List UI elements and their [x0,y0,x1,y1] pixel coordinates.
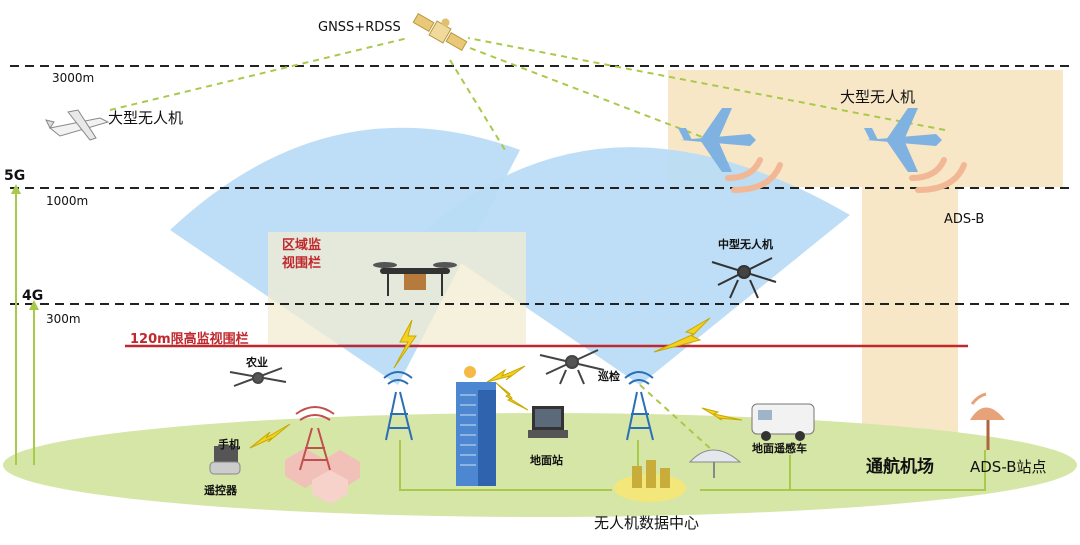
remote-controller-icon [209,446,241,475]
medium-uav-icon [711,257,777,299]
airplane-icon-1 [678,108,756,172]
satellite-label: GNSS+RDSS [318,20,401,35]
airplane-icon-2 [864,108,942,172]
coverage-cone-right [420,147,850,385]
patrol-label: 巡检 [598,370,620,383]
ground-station-icon [528,406,568,438]
zone-fence-label: 区域监 视围栏 [282,238,322,271]
medium-uav-label: 中型无人机 [718,238,773,251]
agriculture-label: 农业 [246,356,268,369]
remote-sensing-vehicle-label: 地面遥感车 [752,442,807,455]
altitude-1000-label: 1000m [46,194,89,208]
arrow-5g-head [11,184,21,194]
ground-data-links [399,440,986,491]
satellite-dish-icon [688,449,742,478]
data-center-label: 无人机数据中心 [594,514,700,532]
altitude-3000-label: 3000m [52,71,95,85]
cell-tower-left-icon [383,371,413,441]
arrow-4g-head [29,300,39,310]
height-fence-label: 120m限高监视围栏 [130,332,249,347]
satellite-icon [412,12,468,52]
ground-station-label: 地面站 [530,454,563,467]
large-uav-right-label: 大型无人机 [840,88,916,106]
patrol-drone-icon [539,349,605,385]
ads-b-label: ADS-B [944,212,985,227]
cell-tower-pink-icon [285,406,360,504]
large-uav-left-icon [45,109,110,141]
ads-b-station-label: ADS-B站点 [970,458,1047,476]
altitude-300-label: 300m [46,312,81,326]
ads-b-signal-arcs [725,157,967,193]
remote-label: 遥控器 [204,484,237,497]
zone-drone-icon [373,262,457,296]
airport-label: 通航机场 [866,457,934,477]
zone-fence-box [268,232,526,344]
ads-b-station-icon [970,392,1005,450]
phone-label: 手机 [218,438,240,451]
wireless-bolts [249,317,743,449]
office-building-icon [456,366,496,486]
network-4g-label: 4G [22,288,44,304]
agriculture-drone-icon [229,367,287,387]
cell-tower-right-icon [624,371,654,441]
remote-sensing-vehicle-icon [751,403,815,441]
satellite-links [109,37,946,451]
data-center-icon [614,460,686,502]
large-uav-left-label: 大型无人机 [108,109,184,127]
network-5g-label: 5G [4,168,26,184]
